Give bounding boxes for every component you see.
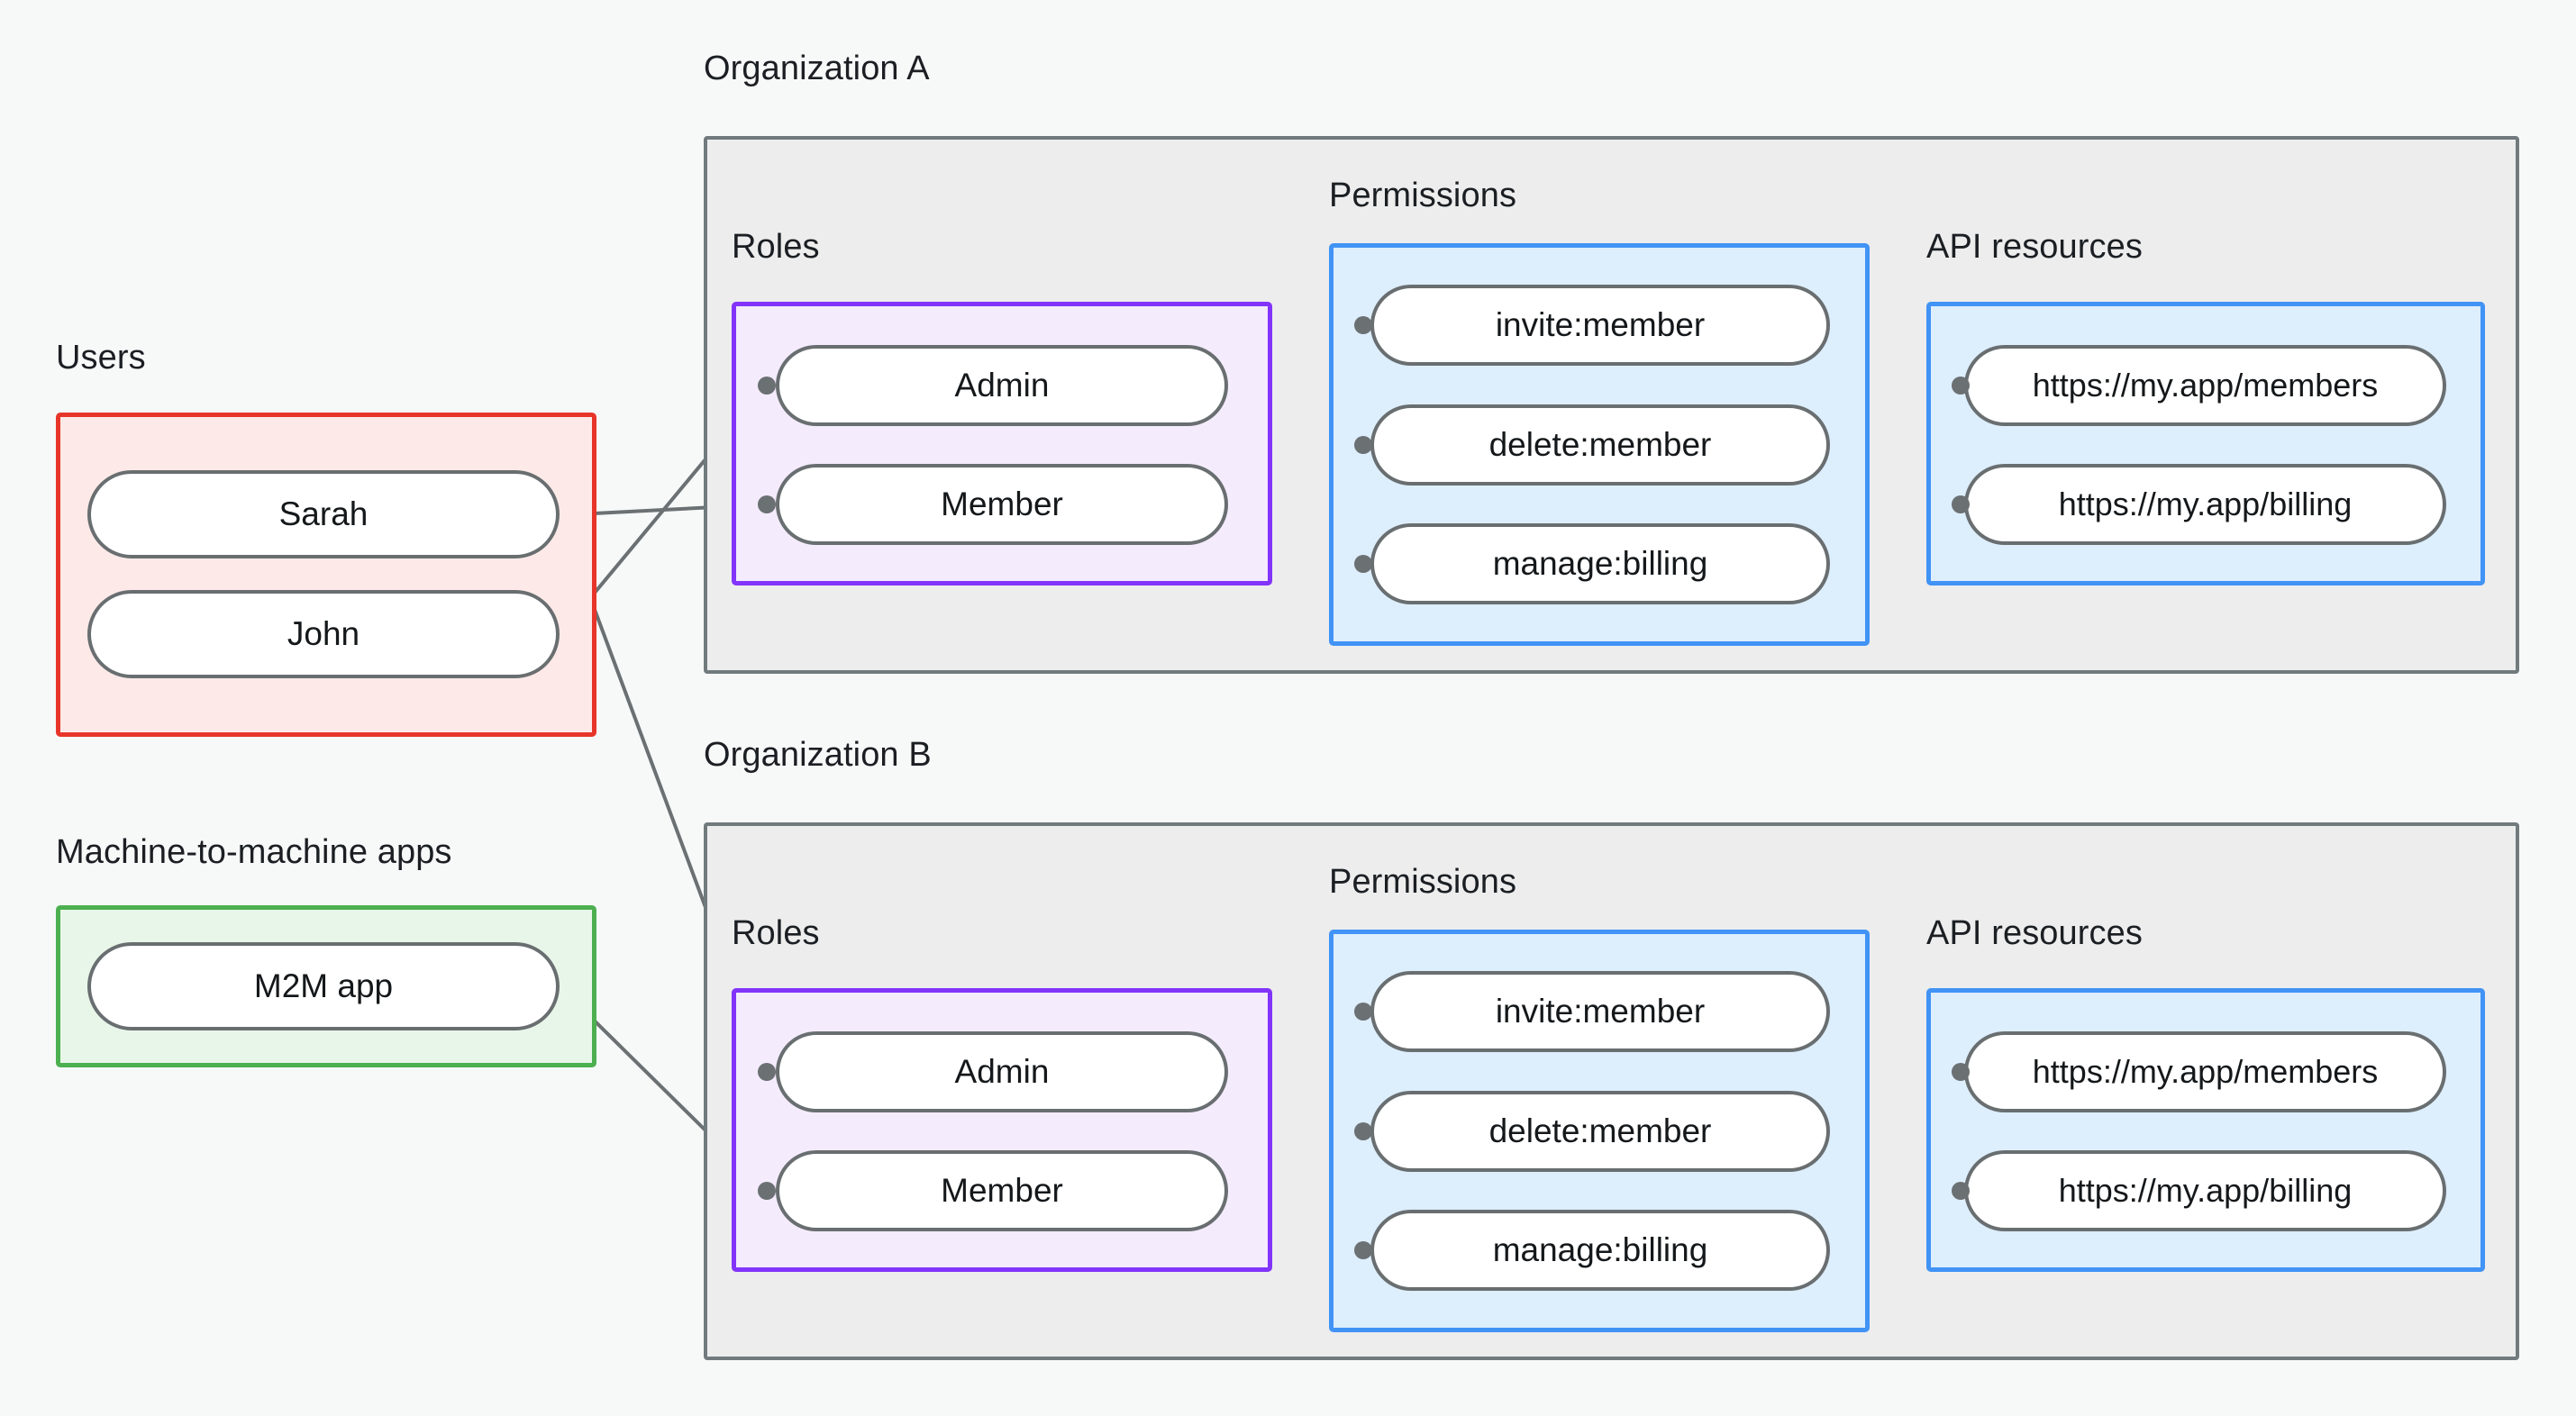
org-a-api-resources-title: API resources [1926,228,2143,266]
pill-label: delete:member [1488,1112,1712,1149]
role-member-org-b[interactable]: Member [776,1150,1228,1231]
connector-dot-orgA-res-billing [1952,495,1970,513]
user-sarah[interactable]: Sarah [87,470,560,558]
m2m-app[interactable]: M2M app [87,942,560,1030]
pill-label: Member [941,1172,1063,1209]
pill-label: manage:billing [1492,545,1708,582]
pill-label: Admin [954,1053,1050,1090]
users-title: Users [56,339,146,377]
pill-label: https://my.app/billing [2058,486,2353,522]
m2m-title: Machine-to-machine apps [56,833,452,871]
org-b-title: Organization B [704,736,932,774]
api-resource-billing-org-b[interactable]: https://my.app/billing [1964,1150,2446,1231]
org-a-title: Organization A [704,50,930,87]
pill-label: Admin [954,367,1050,404]
connector-dot-orgB-admin [758,1063,776,1081]
pill-label: John [287,615,360,652]
role-admin-org-b[interactable]: Admin [776,1031,1228,1112]
connector-dot-orgA-invite [1354,316,1372,334]
api-resource-billing-org-a[interactable]: https://my.app/billing [1964,464,2446,545]
pill-label: Member [941,486,1063,522]
pill-label: https://my.app/members [2032,1053,2379,1090]
connector-dot-orgB-invite [1354,1003,1372,1021]
connector-dot-orgB-res-billing [1952,1182,1970,1200]
permission-manage-billing-org-a[interactable]: manage:billing [1370,523,1830,604]
connector-dot-orgB-member [758,1182,776,1200]
role-admin-org-a[interactable]: Admin [776,345,1228,426]
connector-dot-orgA-res-members [1952,377,1970,395]
org-a-roles-title: Roles [732,228,820,266]
connector-dot-orgA-billing [1354,555,1372,573]
connector-dot-orgB-res-members [1952,1063,1970,1081]
users-box [56,413,596,737]
permission-invite-member-org-a[interactable]: invite:member [1370,285,1830,366]
api-resource-members-org-b[interactable]: https://my.app/members [1964,1031,2446,1112]
org-a-permissions-title: Permissions [1329,177,1517,214]
connector-dot-orgB-delete [1354,1122,1372,1140]
org-b-api-resources-title: API resources [1926,914,2143,952]
org-b-permissions-title: Permissions [1329,863,1517,901]
pill-label: manage:billing [1492,1231,1708,1268]
permission-manage-billing-org-b[interactable]: manage:billing [1370,1210,1830,1291]
pill-label: https://my.app/billing [2058,1172,2353,1209]
permission-delete-member-org-a[interactable]: delete:member [1370,404,1830,486]
permission-delete-member-org-b[interactable]: delete:member [1370,1091,1830,1172]
org-b-roles-title: Roles [732,914,820,952]
pill-label: M2M app [253,967,394,1004]
pill-label: delete:member [1488,426,1712,463]
permission-invite-member-org-b[interactable]: invite:member [1370,971,1830,1052]
api-resource-members-org-a[interactable]: https://my.app/members [1964,345,2446,426]
role-member-org-a[interactable]: Member [776,464,1228,545]
user-john[interactable]: John [87,590,560,678]
connector-dot-orgA-delete [1354,436,1372,454]
connector-dot-orgA-admin [758,377,776,395]
connector-dot-orgA-member [758,495,776,513]
pill-label: invite:member [1495,993,1706,1030]
pill-label: Sarah [278,495,369,532]
pill-label: invite:member [1495,306,1706,343]
connector-dot-orgB-billing [1354,1241,1372,1259]
pill-label: https://my.app/members [2032,367,2379,404]
